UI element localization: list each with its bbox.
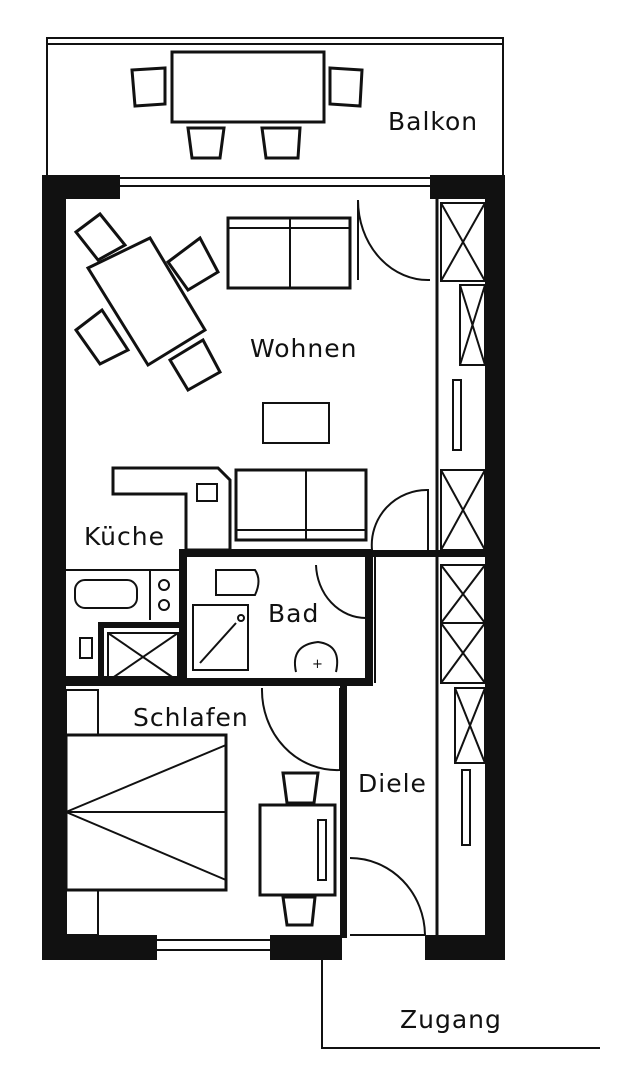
door-swing	[357, 199, 431, 282]
desk	[258, 803, 337, 897]
room-label-wohnen: Wohnen	[250, 334, 357, 363]
balcony	[46, 37, 504, 175]
dining-table	[85, 236, 208, 368]
room-label-kueche: Küche	[84, 522, 165, 551]
svg-text:+: +	[312, 657, 323, 672]
chair	[281, 771, 320, 805]
shower	[192, 604, 249, 671]
balcony-chair	[260, 126, 302, 160]
room-label-bad: Bad	[268, 599, 319, 628]
label-zugang: Zugang	[400, 1005, 502, 1034]
sofa	[234, 468, 368, 542]
room-label-schlafen: Schlafen	[133, 703, 249, 732]
entrance-path	[321, 960, 600, 1049]
room-label-balkon: Balkon	[388, 107, 478, 136]
balcony-table	[170, 50, 326, 124]
washbasin	[294, 640, 339, 673]
hall	[349, 550, 490, 936]
balcony-chair	[328, 66, 364, 108]
toilet	[215, 569, 260, 596]
sink	[74, 579, 138, 609]
bedroom	[64, 683, 347, 938]
outer-walls	[42, 175, 505, 960]
door-swing	[370, 488, 429, 551]
balcony-chair	[186, 126, 226, 160]
kitchen	[42, 466, 232, 686]
door-swing	[315, 564, 367, 619]
wardrobe-column	[435, 199, 486, 935]
bathroom: +	[179, 549, 373, 686]
room-label-diele: Diele	[358, 769, 427, 798]
entrance-door-swing	[349, 857, 427, 936]
door-swing	[260, 687, 341, 772]
coffee-table	[262, 402, 330, 444]
chair	[281, 895, 317, 927]
living-furniture	[73, 211, 429, 551]
balcony-chair	[130, 66, 167, 108]
